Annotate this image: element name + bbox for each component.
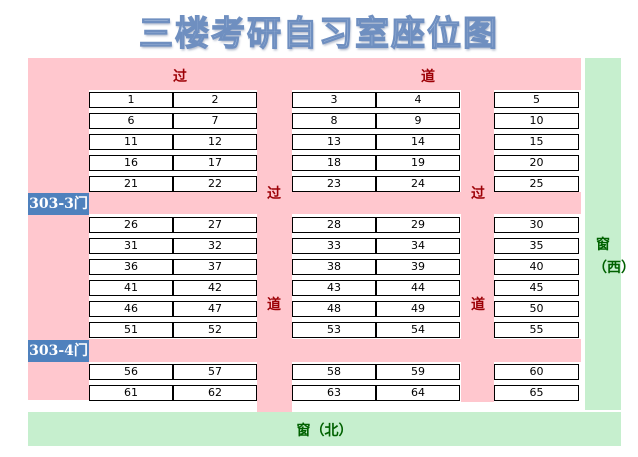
seat[interactable]: 41 <box>89 280 173 296</box>
seat[interactable]: 65 <box>494 385 579 401</box>
seat[interactable]: 3 <box>292 92 376 108</box>
seat[interactable]: 4 <box>376 92 460 108</box>
seat[interactable]: 60 <box>494 364 579 380</box>
seat[interactable]: 56 <box>89 364 173 380</box>
aisle-label-mid-right-bottom: 道 <box>471 297 485 313</box>
seat[interactable]: 13 <box>292 134 376 150</box>
seat[interactable]: 19 <box>376 155 460 171</box>
seat[interactable]: 43 <box>292 280 376 296</box>
aisle-lower <box>28 339 581 362</box>
seat[interactable]: 20 <box>494 155 579 171</box>
seat[interactable]: 34 <box>376 238 460 254</box>
seat[interactable]: 26 <box>89 217 173 233</box>
seat[interactable]: 52 <box>173 322 257 338</box>
window-north-label: 窗（北） <box>296 423 353 439</box>
seat[interactable]: 5 <box>494 92 579 108</box>
window-north <box>28 412 621 446</box>
seat[interactable]: 15 <box>494 134 579 150</box>
seat[interactable]: 7 <box>173 113 257 129</box>
aisle-top <box>28 58 581 90</box>
seat[interactable]: 48 <box>292 301 376 317</box>
aisle-label-top-right: 道 <box>421 69 435 85</box>
seat[interactable]: 49 <box>376 301 460 317</box>
seat[interactable]: 16 <box>89 155 173 171</box>
seat[interactable]: 23 <box>292 176 376 192</box>
window-west <box>585 58 621 410</box>
aisle-middle <box>28 192 581 214</box>
seat[interactable]: 36 <box>89 259 173 275</box>
aisle-label-top-left: 过 <box>173 69 187 85</box>
seat[interactable]: 9 <box>376 113 460 129</box>
seat[interactable]: 33 <box>292 238 376 254</box>
seat[interactable]: 31 <box>89 238 173 254</box>
seat[interactable]: 39 <box>376 259 460 275</box>
seat[interactable]: 22 <box>173 176 257 192</box>
aisle-label-mid-right-top: 过 <box>471 186 485 202</box>
seat[interactable]: 18 <box>292 155 376 171</box>
page-title: 三楼考研自习室座位图 <box>138 13 499 54</box>
seat[interactable]: 37 <box>173 259 257 275</box>
seat[interactable]: 14 <box>376 134 460 150</box>
seat[interactable]: 17 <box>173 155 257 171</box>
seat[interactable]: 35 <box>494 238 579 254</box>
seat[interactable]: 59 <box>376 364 460 380</box>
seat[interactable]: 62 <box>173 385 257 401</box>
seat[interactable]: 40 <box>494 259 579 275</box>
seat[interactable]: 8 <box>292 113 376 129</box>
seat[interactable]: 6 <box>89 113 173 129</box>
seat[interactable]: 12 <box>173 134 257 150</box>
seat[interactable]: 30 <box>494 217 579 233</box>
seat[interactable]: 61 <box>89 385 173 401</box>
seat[interactable]: 24 <box>376 176 460 192</box>
seat[interactable]: 55 <box>494 322 579 338</box>
door-303-4[interactable]: 303-4门 <box>28 340 89 362</box>
seat[interactable]: 28 <box>292 217 376 233</box>
seat[interactable]: 46 <box>89 301 173 317</box>
seat[interactable]: 10 <box>494 113 579 129</box>
seat[interactable]: 58 <box>292 364 376 380</box>
seat[interactable]: 11 <box>89 134 173 150</box>
seat[interactable]: 27 <box>173 217 257 233</box>
door-303-3[interactable]: 303-3门 <box>28 193 89 215</box>
seat[interactable]: 64 <box>376 385 460 401</box>
seat[interactable]: 50 <box>494 301 579 317</box>
seat[interactable]: 42 <box>173 280 257 296</box>
seat[interactable]: 45 <box>494 280 579 296</box>
seat[interactable]: 57 <box>173 364 257 380</box>
seat[interactable]: 53 <box>292 322 376 338</box>
seat[interactable]: 2 <box>173 92 257 108</box>
seat[interactable]: 44 <box>376 280 460 296</box>
seat[interactable]: 51 <box>89 322 173 338</box>
seat[interactable]: 32 <box>173 238 257 254</box>
seat[interactable]: 63 <box>292 385 376 401</box>
aisle-label-mid-left-bottom: 道 <box>267 297 281 313</box>
seat[interactable]: 38 <box>292 259 376 275</box>
seat[interactable]: 54 <box>376 322 460 338</box>
seat[interactable]: 1 <box>89 92 173 108</box>
window-west-label: 窗（西） <box>593 237 635 276</box>
aisle-center-left <box>257 90 292 412</box>
aisle-label-mid-left-top: 过 <box>267 186 281 202</box>
seat[interactable]: 25 <box>494 176 579 192</box>
seat[interactable]: 29 <box>376 217 460 233</box>
seat[interactable]: 47 <box>173 301 257 317</box>
seat[interactable]: 21 <box>89 176 173 192</box>
